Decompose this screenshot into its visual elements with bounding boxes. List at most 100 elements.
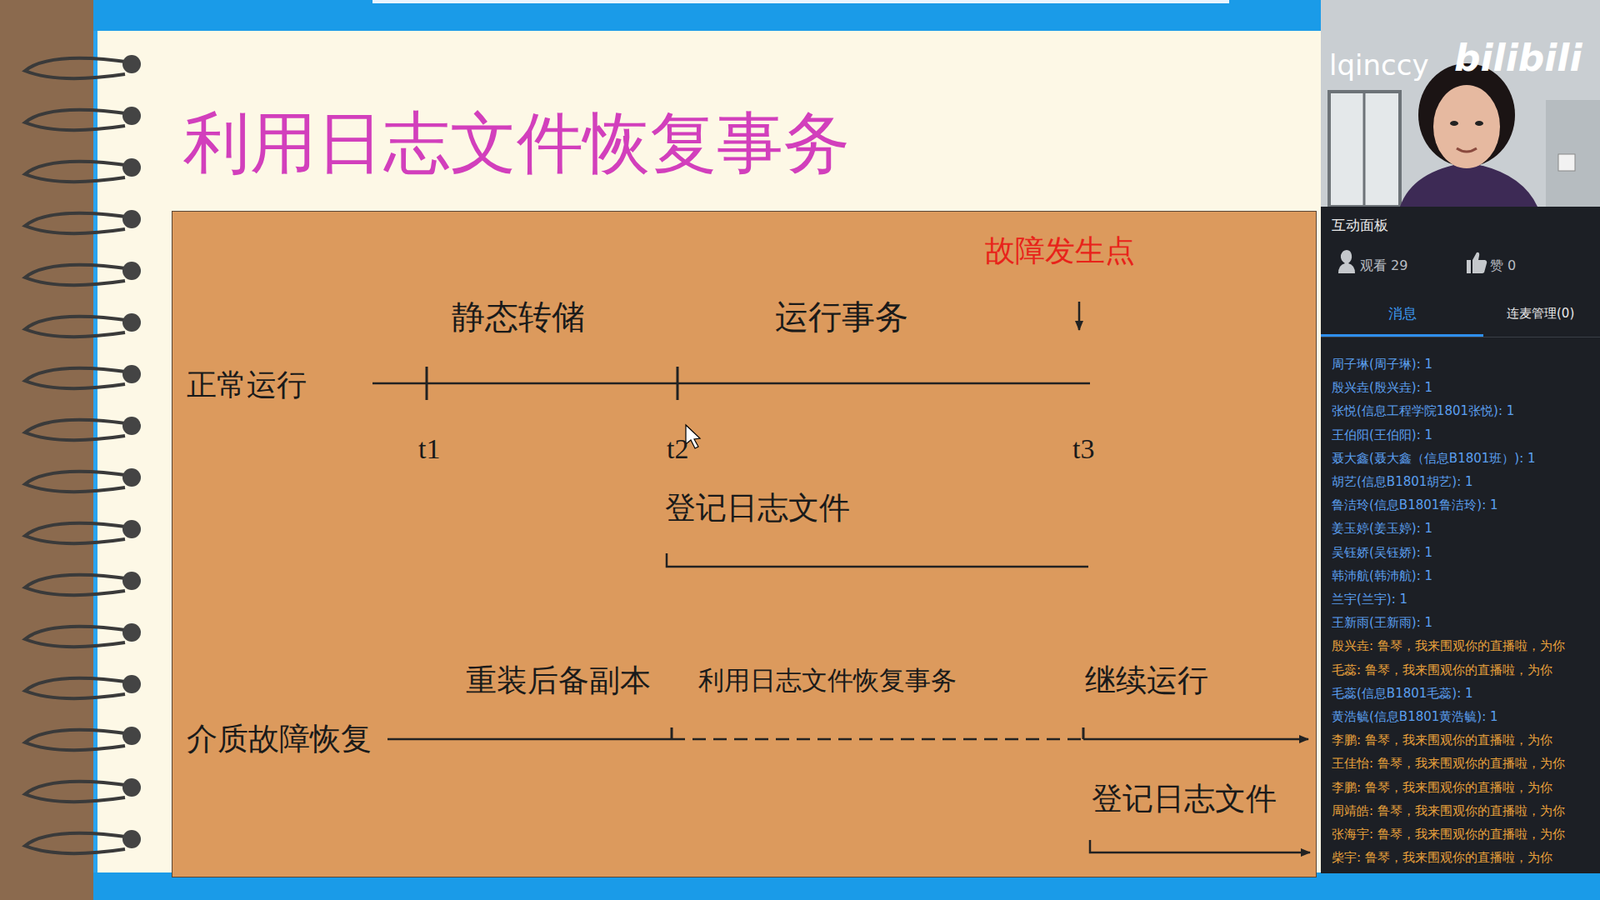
spiral-ring — [25, 213, 132, 234]
slide-title: 利用日志文件恢复事务 — [183, 103, 850, 184]
recovery-line-solid — [387, 738, 672, 741]
chat-checkin: 王伯阳(王伯阳): 1 — [1331, 427, 1433, 443]
binding-hole — [122, 520, 141, 539]
log-label: 登记日志文件 — [1091, 780, 1277, 818]
binding-hole — [122, 416, 141, 435]
chat-checkin: 吴钰娇(吴钰娇): 1 — [1331, 545, 1433, 560]
binding-hole — [122, 675, 141, 694]
viewer-count: 观看 29 — [1360, 257, 1408, 274]
chat-checkin: 韩沛航(韩沛航): 1 — [1331, 568, 1433, 584]
chat-message: 毛蕊: 鲁琴，我来围观你的直播啦，为你 — [1331, 662, 1553, 678]
log-bracket-arrow — [1090, 840, 1310, 853]
spiral-ring — [25, 471, 132, 492]
fault-label: 故障发生点 — [985, 232, 1135, 269]
chat-checkin: 殷兴垚(殷兴垚): 1 — [1331, 380, 1433, 395]
panel-title: 互动面板 — [1331, 216, 1389, 234]
phase-label: 重装后备副本 — [465, 662, 651, 700]
chat-message: 殷兴垚: 鲁琴，我来围观你的直播啦，为你 — [1331, 638, 1565, 654]
viewer-icon — [1338, 250, 1355, 274]
wall — [1320, 0, 1600, 207]
tab-label: 连麦管理(0) — [1506, 305, 1575, 321]
chat-message: 李鹏: 鲁琴，我来围观你的直播啦，为你 — [1331, 780, 1553, 795]
tick-t2 — [676, 366, 680, 400]
spiral-ring — [25, 833, 132, 854]
person-shirt — [1400, 162, 1538, 207]
tick-t1 — [425, 366, 429, 400]
time-label: t2 — [666, 432, 689, 467]
spiral-ring — [25, 781, 132, 802]
chat-message: 张海宇: 鲁琴，我来围观你的直播啦，为你 — [1331, 826, 1565, 842]
tab-label: 消息 — [1388, 305, 1417, 322]
person-eye — [1475, 120, 1484, 126]
chat-checkin: 姜玉婷(姜玉婷): 1 — [1331, 520, 1433, 536]
log-label: 登记日志文件 — [665, 490, 850, 527]
phase-label: 利用日志文件恢复事务 — [698, 665, 957, 696]
chat-checkin: 黄浩毓(信息B1801黄浩毓): 1 — [1331, 709, 1499, 725]
spiral-ring — [25, 523, 132, 544]
spiral-ring — [25, 265, 132, 285]
row-label: 介质故障恢复 — [186, 720, 372, 758]
chat-checkin: 毛蕊(信息B1801毛蕊): 1 — [1331, 685, 1474, 701]
log-bracket — [666, 553, 1089, 567]
binding-hole — [122, 55, 141, 74]
person-eye — [1450, 120, 1459, 126]
spiral-ring — [25, 58, 132, 79]
chat-checkin: 兰宇(兰宇): 1 — [1331, 591, 1408, 607]
chat-message: 王佳怡: 鲁琴，我来围观你的直播啦，为你 — [1331, 755, 1565, 771]
recovery-line-continue — [1083, 738, 1309, 741]
binding-hole — [122, 106, 141, 125]
phase-label: 继续运行 — [1085, 662, 1209, 700]
phase-label: 静态转储 — [451, 296, 585, 337]
binding-hole — [122, 778, 141, 797]
spiral-ring — [25, 110, 132, 130]
binding-hole — [122, 623, 141, 642]
chat-checkin: 胡艺(信息B1801胡艺): 1 — [1331, 474, 1474, 490]
door — [1545, 100, 1600, 207]
top-bar-highlight — [372, 0, 1230, 4]
binding-hole — [122, 365, 141, 384]
recovery-line-dashed — [671, 738, 1084, 741]
spiral-ring — [25, 368, 132, 389]
socket — [1558, 154, 1575, 171]
diagram-panel — [171, 210, 1317, 878]
person-face — [1433, 85, 1500, 169]
binding-hole — [122, 830, 141, 849]
window-bar — [1363, 91, 1366, 207]
spiral-ring — [25, 316, 132, 337]
spiral-binding — [0, 0, 167, 900]
like-count: 赞 0 — [1490, 257, 1516, 274]
spiral-ring — [25, 575, 132, 595]
chat-checkin: 周子琳(周子琳): 1 — [1331, 356, 1433, 372]
tick-continue — [1082, 727, 1085, 740]
time-label: t3 — [1072, 432, 1095, 467]
spiral-ring — [25, 678, 132, 699]
spiral-ring — [25, 730, 132, 750]
tick-recovery — [670, 727, 674, 740]
row-label: 正常运行 — [186, 366, 307, 403]
like-icon — [1466, 252, 1487, 274]
binding-hole — [122, 261, 141, 280]
spiral-ring — [25, 161, 132, 182]
time-label: t1 — [418, 432, 440, 467]
binding-hole — [122, 158, 141, 177]
chat-message: 李鹏: 鲁琴，我来围观你的直播啦，为你 — [1331, 732, 1553, 748]
normal-timeline — [372, 382, 1090, 385]
webcam-image — [1320, 0, 1600, 207]
chat-checkin: 张悦(信息工程学院1801张悦): 1 — [1331, 403, 1515, 419]
window — [1329, 91, 1400, 207]
chat-message: 周靖皓: 鲁琴，我来围观你的直播啦，为你 — [1331, 803, 1565, 819]
chat-checkin: 聂大鑫(聂大鑫（信息B1801班）): 1 — [1331, 450, 1536, 466]
binding-hole — [122, 571, 141, 590]
spiral-ring — [25, 626, 132, 647]
chat-checkin: 鲁洁玲(信息B1801鲁洁玲): 1 — [1331, 497, 1499, 513]
binding-hole — [122, 210, 141, 229]
tab-divider — [1320, 336, 1600, 338]
binding-hole — [122, 468, 141, 487]
spiral-ring — [25, 420, 132, 440]
binding-hole — [122, 313, 141, 332]
binding-hole — [122, 726, 141, 745]
person-mouth — [1456, 148, 1477, 152]
watermark-logo: bilibili — [1454, 36, 1582, 81]
watermark: lqinccy — [1329, 48, 1430, 83]
chat-message: 柴宇: 鲁琴，我来围观你的直播啦，为你 — [1331, 850, 1553, 865]
